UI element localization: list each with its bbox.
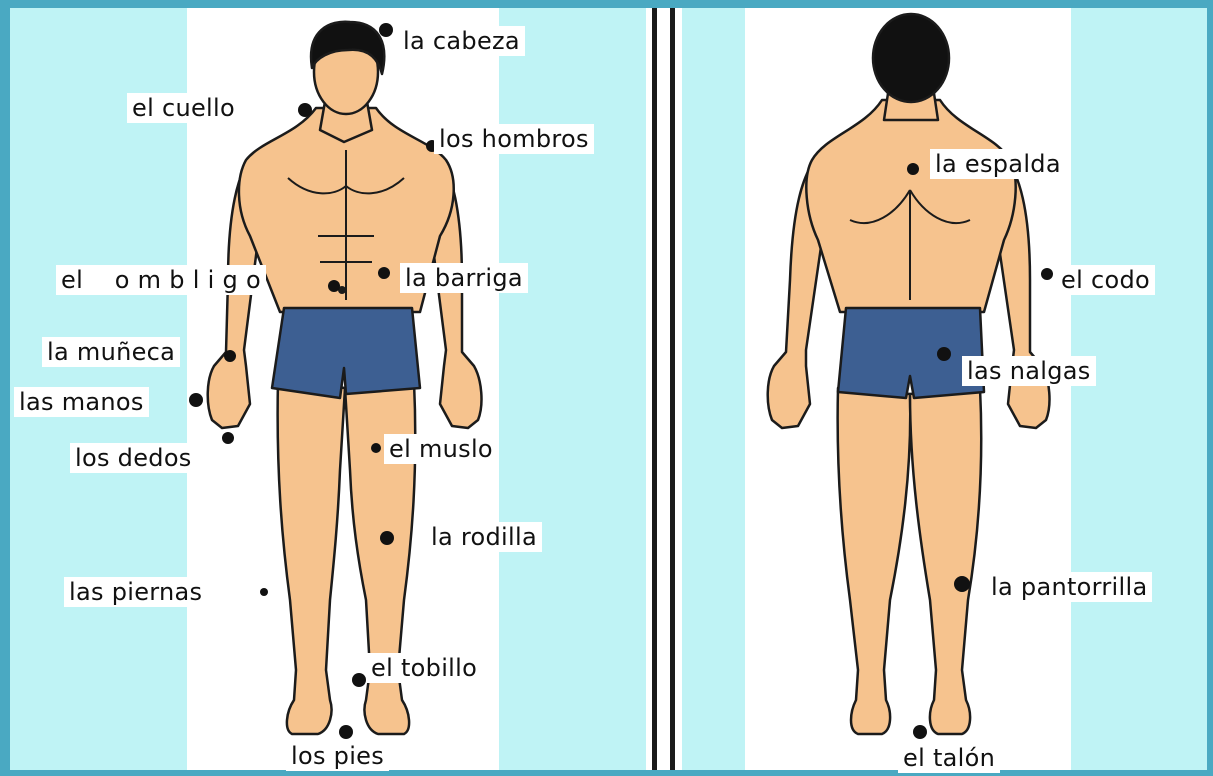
dot-head	[379, 23, 393, 37]
label-ankle: el tobillo	[366, 653, 482, 683]
dot-navel	[328, 280, 340, 292]
label-back: la espalda	[930, 149, 1066, 179]
label-wrist: la muñeca	[42, 337, 180, 367]
dot-fingers	[222, 432, 234, 444]
divider-line-left	[652, 8, 657, 770]
label-hands: las manos	[14, 387, 149, 417]
dot-back	[907, 163, 919, 175]
label-thigh: el muslo	[384, 434, 498, 464]
label-buttocks: las nalgas	[962, 356, 1096, 386]
dot-heel	[913, 725, 927, 739]
dot-buttocks	[937, 347, 951, 361]
dot-feet	[339, 725, 353, 739]
label-navel: el o m b l i g o	[56, 265, 266, 295]
back-head	[873, 14, 949, 102]
label-shoulders: los hombros	[434, 124, 594, 154]
divider-line-right	[670, 8, 675, 770]
label-fingers: los dedos	[70, 443, 197, 473]
label-belly: la barriga	[400, 263, 528, 293]
dot-legs	[260, 588, 268, 596]
dot-hands	[189, 393, 203, 407]
front-trunks	[272, 308, 420, 398]
label-heel: el talón	[898, 743, 1000, 773]
label-head: la cabeza	[398, 26, 525, 56]
dot-elbow	[1041, 268, 1053, 280]
label-elbow: el codo	[1056, 265, 1155, 295]
dot-knee	[380, 531, 394, 545]
label-calf: la pantorrilla	[986, 572, 1152, 602]
dot-thigh	[371, 443, 381, 453]
panel-gap	[646, 8, 682, 770]
label-knee: la rodilla	[426, 522, 542, 552]
dot-neck	[298, 103, 312, 117]
label-neck: el cuello	[127, 93, 240, 123]
label-legs: las piernas	[64, 577, 207, 607]
dot-wrist	[224, 350, 236, 362]
dot-calf	[954, 576, 970, 592]
dot-belly	[378, 267, 390, 279]
dot-ankle	[352, 673, 366, 687]
label-feet: los pies	[286, 741, 389, 771]
